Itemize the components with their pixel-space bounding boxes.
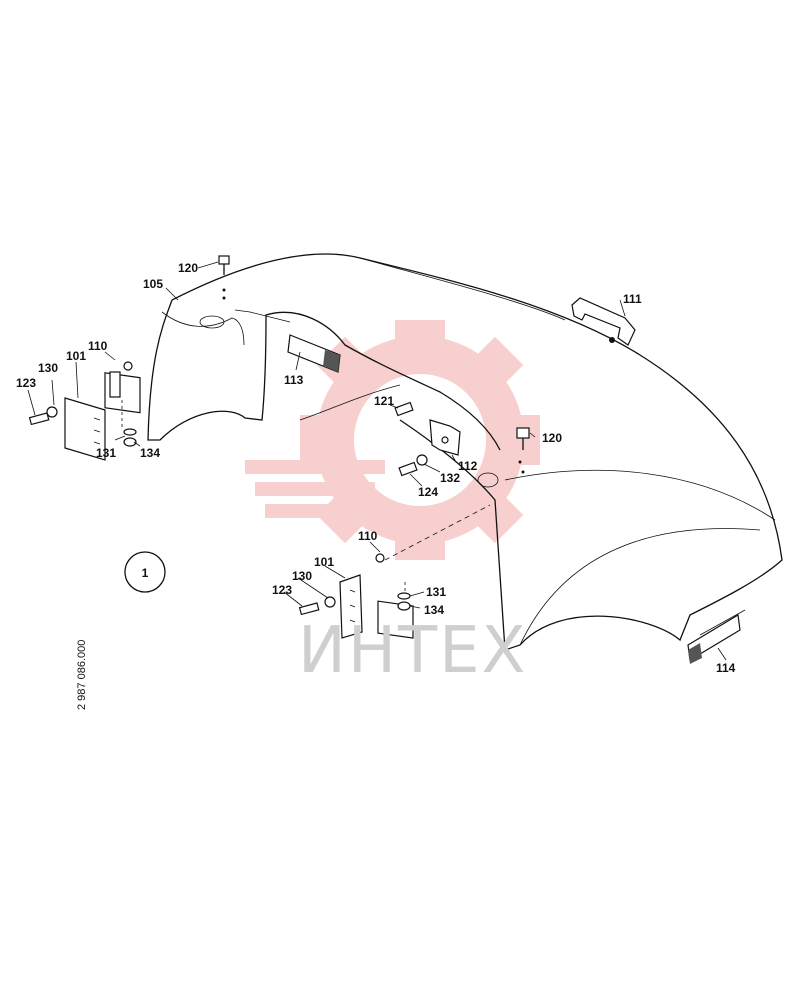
rubber-strip-114 xyxy=(687,609,746,664)
callout-134: 134 xyxy=(140,446,160,460)
callout-130: 130 xyxy=(292,569,312,583)
callout-101: 101 xyxy=(314,555,334,569)
bolt-120-upper xyxy=(218,255,230,300)
callout-labels: 120 105 111 110 101 130 123 113 131 134 … xyxy=(16,261,736,675)
callout-105: 105 xyxy=(143,277,163,291)
rubber-strip-113 xyxy=(287,334,341,373)
hood-shell-105 xyxy=(147,253,783,651)
callout-110: 110 xyxy=(358,529,378,543)
bolt-120-right xyxy=(516,427,530,474)
callout-112: 112 xyxy=(458,459,478,473)
bracket-assembly-112 xyxy=(394,401,461,477)
callout-132: 132 xyxy=(440,471,460,485)
svg-text:1: 1 xyxy=(142,566,149,580)
grab-handle-111 xyxy=(571,297,636,346)
view-marker: 1 xyxy=(124,551,166,593)
callout-121: 121 xyxy=(374,394,394,408)
callout-120: 120 xyxy=(178,261,198,275)
callout-111: 111 xyxy=(623,292,642,306)
callout-123: 123 xyxy=(272,583,292,597)
callout-124: 124 xyxy=(418,485,438,499)
leader-lines xyxy=(27,261,727,661)
callout-130: 130 xyxy=(38,361,58,375)
callout-113: 113 xyxy=(284,373,304,387)
callout-123: 123 xyxy=(16,376,36,390)
hinge-assembly-lower xyxy=(298,504,491,639)
watermark-text: ИНТЕХ xyxy=(298,614,527,688)
callout-131: 131 xyxy=(426,585,446,599)
callout-114: 114 xyxy=(716,661,736,675)
callout-134: 134 xyxy=(424,603,444,617)
callout-131: 131 xyxy=(96,446,116,460)
drawing-number: 2 987 086.000 xyxy=(76,640,88,710)
hinge-assembly-upper xyxy=(28,361,141,461)
callout-120: 120 xyxy=(542,431,562,445)
watermark-gear-logo xyxy=(245,320,540,560)
callout-110: 110 xyxy=(88,339,108,353)
callout-101: 101 xyxy=(66,349,86,363)
